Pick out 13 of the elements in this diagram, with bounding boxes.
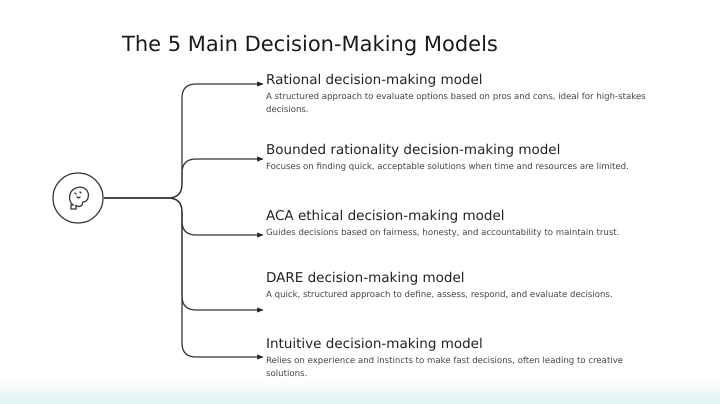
model-heading: ACA ethical decision-making model: [266, 208, 506, 224]
model-description: Focuses on finding quick, acceptable solutions when time and resources are limited.: [266, 161, 630, 174]
model-description: Relies on experience and instincts to make fast decisions, often leading to creative solutions.: [266, 355, 624, 381]
model-heading: Bounded rationality decision-making model: [266, 142, 562, 158]
model-heading: DARE decision-making model: [266, 270, 466, 286]
connector-arrow: [104, 197, 264, 360]
title: The 5 Main Decision-Making Models: [122, 32, 498, 56]
model-description: Guides decisions based on fairness, honesty, and accountability to maintain trust.: [266, 227, 620, 240]
model-description: A quick, structured approach to define, assess, respond, and evaluate decisions.: [266, 289, 614, 302]
model-description: A structured approach to evaluate options based on pros and cons, ideal for high-stakes decisions.: [266, 91, 647, 117]
icon-circle: [52, 172, 104, 224]
model-heading: Intuitive decision-making model: [266, 336, 484, 352]
model-heading: Rational decision-making model: [266, 72, 484, 88]
